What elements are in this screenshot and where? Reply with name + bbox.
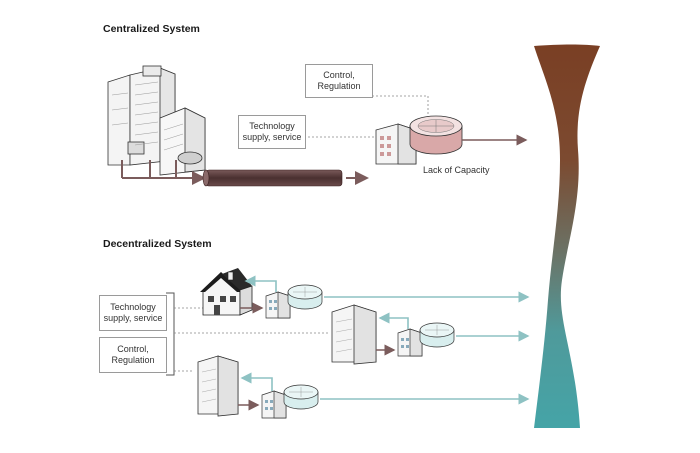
decentral-bracket: [166, 292, 175, 376]
small-treatment-unit-3: [261, 384, 319, 419]
plant-capacity-caption: Lack of Capacity: [423, 165, 490, 175]
office-building: [197, 355, 239, 417]
decentral-technology-line1: Technology: [110, 302, 156, 312]
decentral-technology-box: Technology supply, service: [99, 295, 167, 331]
trunk-pipe: [205, 169, 343, 187]
decentral-dashed-links: [174, 307, 330, 372]
central-dashed-links: [304, 95, 429, 138]
central-control-box: Control, Regulation: [305, 64, 373, 98]
central-technology-line2: supply, service: [242, 132, 302, 142]
apartment-building: [331, 304, 377, 365]
central-technology-line1: Technology: [249, 121, 295, 131]
city-buildings: [107, 65, 206, 176]
central-technology-box: Technology supply, service: [238, 115, 306, 149]
building-windows: [111, 81, 184, 151]
decentral-control-line1: Control,: [117, 344, 149, 354]
centralized-heading: Centralized System: [103, 23, 200, 35]
decentralized-heading: Decentralized System: [103, 238, 212, 250]
central-control-line1: Control,: [323, 70, 355, 80]
house-building: [200, 268, 253, 316]
decentral-technology-line2: supply, service: [103, 313, 163, 323]
sewer-collectors: [121, 160, 206, 185]
central-treatment-plant: [375, 115, 463, 165]
small-treatment-unit-1: [265, 284, 323, 319]
decentral-control-box: Control, Regulation: [99, 337, 167, 373]
river-shape: [534, 44, 600, 428]
small-treatment-unit-2: [397, 322, 455, 357]
decentral-control-line2: Regulation: [111, 355, 155, 365]
central-control-line2: Regulation: [317, 81, 361, 91]
